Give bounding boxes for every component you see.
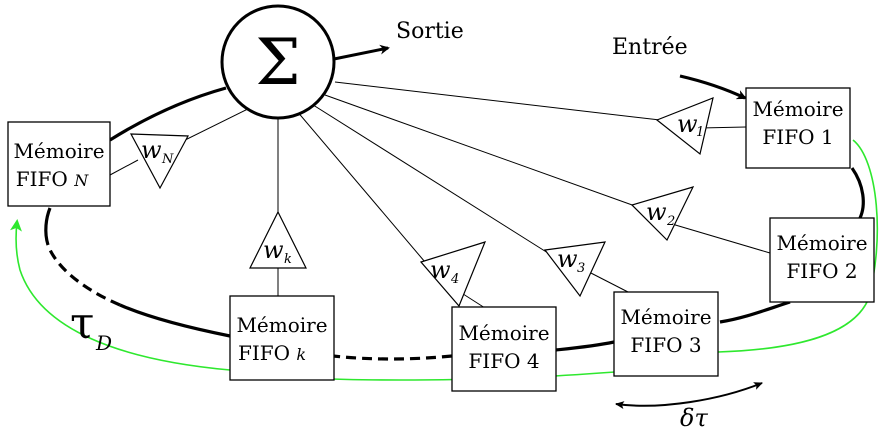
svg-text:Mémoire: Mémoire bbox=[236, 313, 327, 337]
svg-text:w: w bbox=[263, 236, 284, 264]
svg-text:Mémoire: Mémoire bbox=[752, 97, 843, 121]
svg-text:Mémoire: Mémoire bbox=[776, 231, 867, 255]
svg-text:N: N bbox=[161, 152, 174, 167]
memory-fifo-n: Mémoire FIFO N bbox=[7, 121, 111, 207]
weight-wk: w k bbox=[249, 210, 307, 269]
delta-tau-arrow bbox=[615, 382, 763, 410]
svg-text:w: w bbox=[141, 136, 162, 164]
svg-text:FIFO N: FIFO N bbox=[16, 167, 89, 191]
svg-text:w: w bbox=[557, 245, 578, 273]
svg-text:Mémoire: Mémoire bbox=[458, 321, 549, 345]
svg-text:FIFO 2: FIFO 2 bbox=[786, 259, 857, 283]
svg-text:4: 4 bbox=[450, 272, 459, 287]
delay-ring-fifo1-to-fifo2 bbox=[850, 167, 865, 219]
delay-ring-top bbox=[109, 86, 227, 142]
svg-text:Mémoire: Mémoire bbox=[13, 139, 104, 163]
delay-ring-fifo3-to-fifo4 bbox=[555, 340, 615, 352]
tau-d-label: τ D bbox=[70, 298, 112, 355]
weight-wn: w N bbox=[129, 133, 189, 190]
output-arrow bbox=[333, 44, 390, 61]
delay-ring-fifo2-to-fifo3 bbox=[719, 300, 791, 324]
delay-ring-fifo4-to-fifok-dashed bbox=[332, 354, 453, 361]
svg-text:FIFO k: FIFO k bbox=[238, 341, 306, 365]
svg-text:FIFO 3: FIFO 3 bbox=[630, 333, 701, 357]
delay-ring-top-right bbox=[679, 74, 747, 100]
memory-fifo-4: Mémoire FIFO 4 bbox=[451, 306, 557, 392]
delay-ring-left-up bbox=[44, 207, 52, 246]
weight-w4: w 4 bbox=[419, 241, 487, 308]
svg-text:w: w bbox=[430, 256, 451, 284]
delay-ring-fifok-left bbox=[119, 303, 231, 338]
weight-w2: w 2 bbox=[630, 186, 695, 242]
svg-text:3: 3 bbox=[577, 261, 585, 276]
output-label: Sortie bbox=[396, 19, 464, 44]
svg-text:1: 1 bbox=[696, 125, 704, 140]
svg-text:τ: τ bbox=[70, 298, 94, 349]
svg-text:k: k bbox=[284, 252, 292, 267]
memory-fifo-1: Mémoire FIFO 1 bbox=[745, 87, 851, 169]
memory-fifo-3: Mémoire FIFO 3 bbox=[613, 291, 719, 377]
svg-text:Mémoire: Mémoire bbox=[620, 305, 711, 329]
feedback-loop-green-left bbox=[10, 219, 231, 371]
svg-text:FIFO 4: FIFO 4 bbox=[468, 349, 539, 373]
svg-text:FIFO 1: FIFO 1 bbox=[762, 125, 833, 149]
delay-ring-left-dashed bbox=[46, 244, 121, 307]
svg-text:w: w bbox=[677, 110, 698, 138]
svg-text:w: w bbox=[646, 198, 667, 226]
input-label: Entrée bbox=[612, 35, 688, 60]
memory-fifo-k: Mémoire FIFO k bbox=[229, 295, 335, 381]
weight-w3: w 3 bbox=[543, 241, 607, 298]
summator-node: Σ bbox=[220, 4, 336, 120]
svg-text:2: 2 bbox=[666, 214, 675, 229]
svg-text:D: D bbox=[95, 331, 112, 355]
memory-fifo-2: Mémoire FIFO 2 bbox=[769, 217, 875, 303]
delta-tau-label: δτ bbox=[680, 404, 708, 432]
sigma-symbol: Σ bbox=[255, 26, 300, 100]
weight-w1: w 1 bbox=[655, 97, 714, 156]
